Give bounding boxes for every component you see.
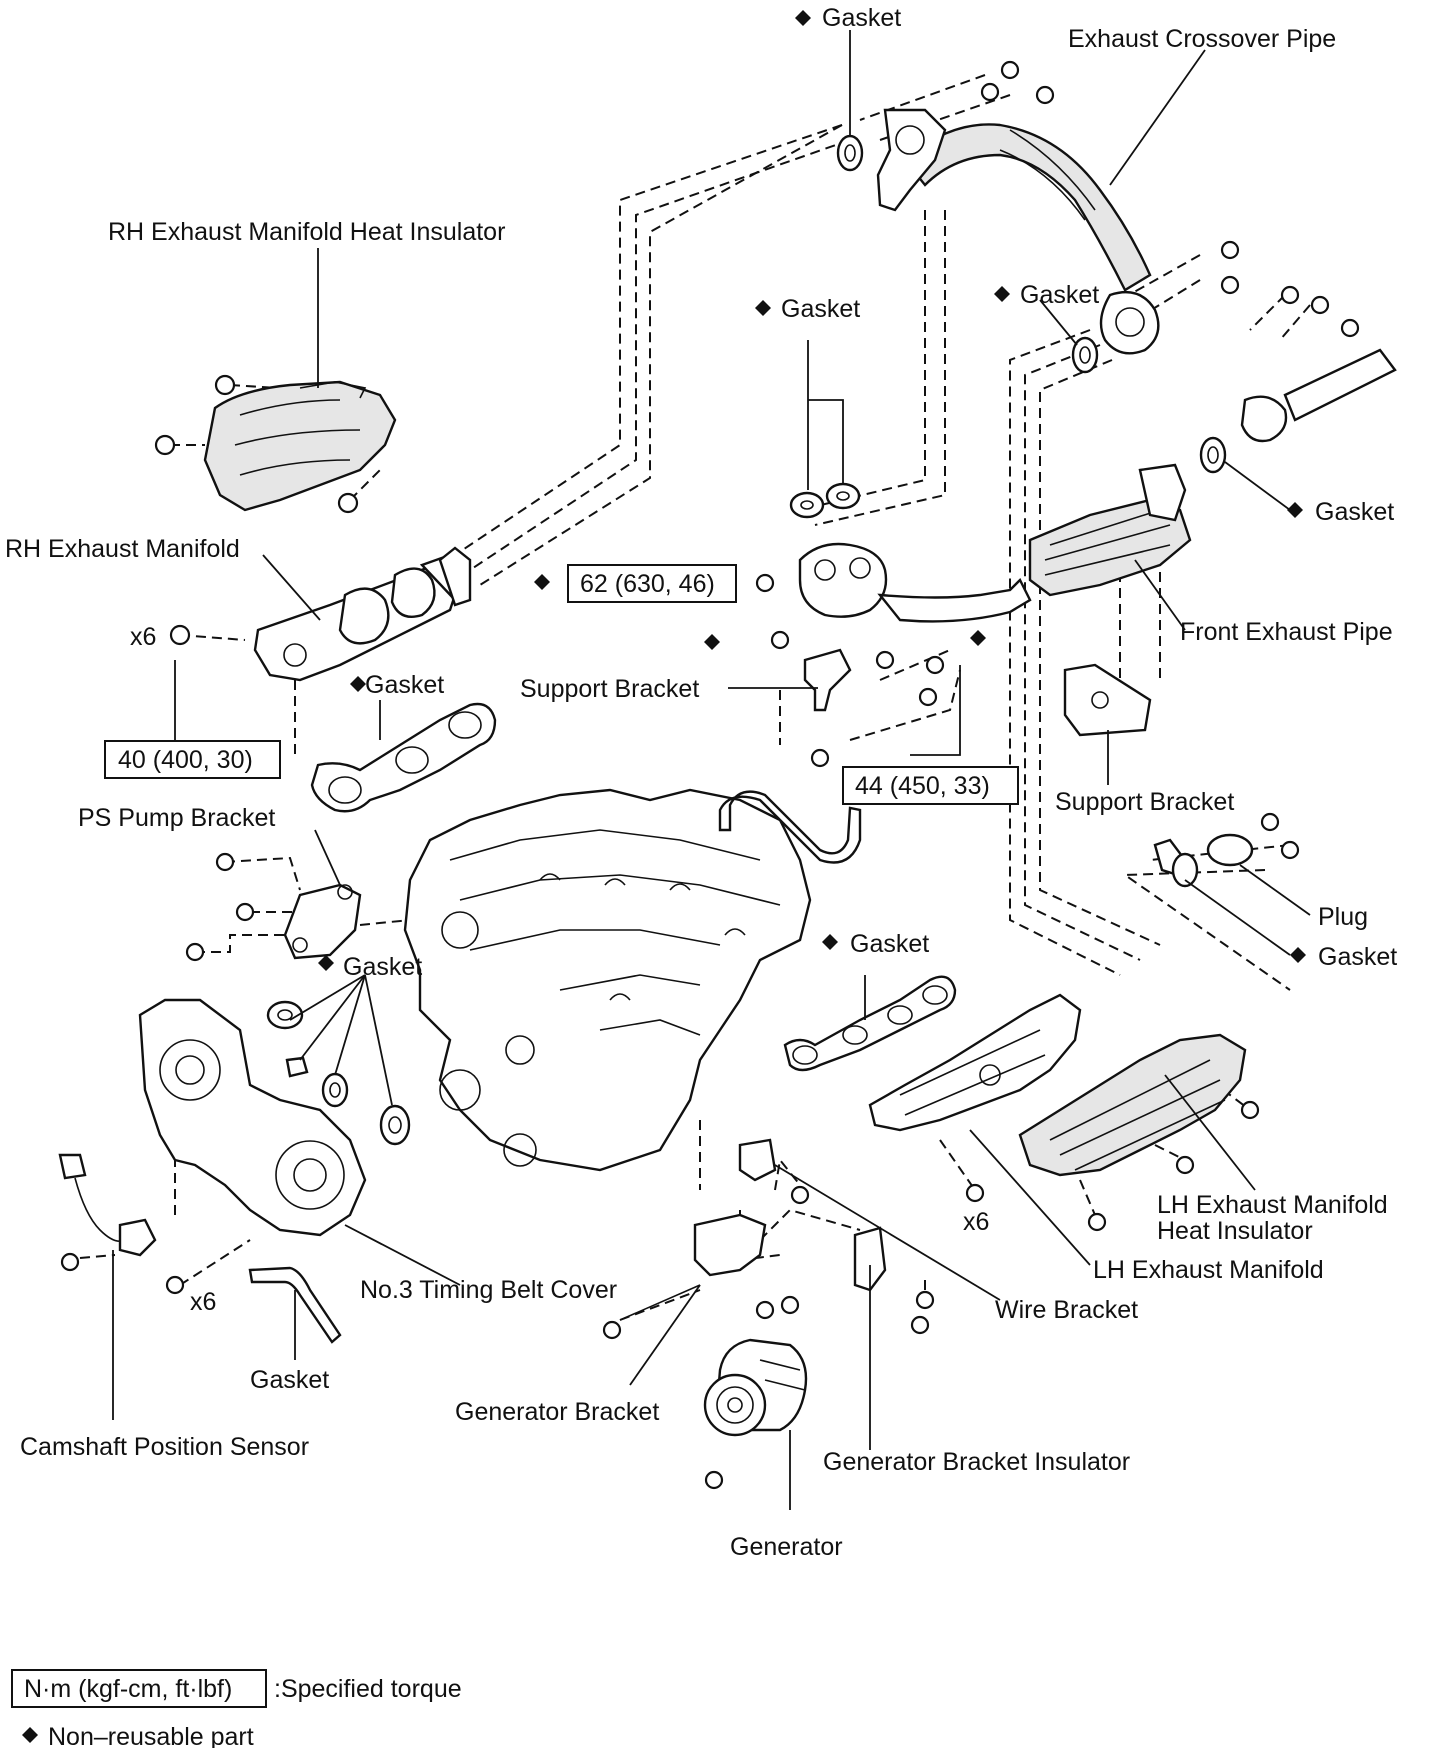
lh-exhaust-manifold xyxy=(868,993,1082,1132)
legend-nonreusable-text: Non–reusable part xyxy=(48,1723,254,1748)
label-gasket-lh-manifold: Gasket xyxy=(850,930,929,958)
legend: N·m (kgf-cm, ft·lbf) :Specified torque N… xyxy=(24,1675,462,1748)
engine-block xyxy=(403,788,862,1172)
label-lh-heat-insulator-1: LH Exhaust Manifold xyxy=(1157,1191,1388,1219)
label-lh-heat-insulator-2: Heat Insulator xyxy=(1157,1217,1313,1245)
torque-front-pipe: 62 (630, 46) xyxy=(580,570,715,598)
label-gasket-timing: Gasket xyxy=(343,953,422,981)
rh-exhaust-manifold-heat-insulator xyxy=(203,380,397,512)
diamond-icon xyxy=(994,286,1010,302)
label-camshaft-position-sensor: Camshaft Position Sensor xyxy=(20,1433,309,1461)
diamond-icon xyxy=(22,1727,38,1743)
timing-gaskets xyxy=(266,1000,411,1146)
diamond-icon xyxy=(1287,502,1303,518)
label-rh-qty: x6 xyxy=(130,623,156,651)
label-wire-bracket: Wire Bracket xyxy=(995,1296,1138,1324)
generator-bracket xyxy=(619,1213,887,1321)
no3-timing-belt-cover xyxy=(138,998,367,1237)
diamond-icon xyxy=(970,630,986,646)
label-timing-belt-cover: No.3 Timing Belt Cover xyxy=(360,1276,617,1304)
diamond-icon xyxy=(318,955,334,971)
label-gasket-rh-manifold: Gasket xyxy=(365,671,444,699)
support-bracket-left xyxy=(803,648,852,712)
label-gasket-camshaft: Gasket xyxy=(250,1366,329,1394)
label-gasket-plug: Gasket xyxy=(1318,943,1397,971)
diamond-icon xyxy=(1290,947,1306,963)
label-front-exhaust-pipe: Front Exhaust Pipe xyxy=(1180,618,1393,646)
diamond-icon xyxy=(704,634,720,650)
label-support-bracket-left: Support Bracket xyxy=(520,675,699,703)
diamond-icon xyxy=(795,10,811,26)
label-gasket-center: Gasket xyxy=(781,295,860,323)
non-reusable-markers xyxy=(22,10,1306,1743)
label-plug: Plug xyxy=(1318,903,1368,931)
label-rh-heat-insulator: RH Exhaust Manifold Heat Insulator xyxy=(108,218,505,246)
lh-exhaust-manifold-heat-insulator xyxy=(1018,1033,1247,1177)
legend-torque-text: :Specified torque xyxy=(274,1675,462,1703)
diamond-icon xyxy=(350,676,366,692)
center-gaskets xyxy=(789,134,1227,519)
torque-rh-manifold: 40 (400, 30) xyxy=(118,746,253,774)
label-gasket-front-pipe: Gasket xyxy=(1315,498,1394,526)
label-generator-bracket: Generator Bracket xyxy=(455,1398,659,1426)
label-exhaust-crossover-pipe: Exhaust Crossover Pipe xyxy=(1068,25,1336,53)
camshaft-position-sensor xyxy=(58,1153,342,1344)
generator xyxy=(703,1338,808,1437)
label-gasket-top: Gasket xyxy=(822,4,901,32)
torque-support-bracket: 44 (450, 33) xyxy=(855,772,990,800)
exhaust-crossover-pipe xyxy=(876,108,1160,355)
torque-boxes xyxy=(11,564,1019,1708)
part-labels: Gasket Exhaust Crossover Pipe RH Exhaust… xyxy=(5,4,1397,1561)
label-lh-exhaust-manifold: LH Exhaust Manifold xyxy=(1093,1256,1324,1284)
support-bracket-right xyxy=(1063,663,1152,737)
diamond-icon xyxy=(755,300,771,316)
label-generator-bracket-insulator: Generator Bracket Insulator xyxy=(823,1448,1130,1476)
bolt-icons xyxy=(60,60,1360,1490)
label-generator: Generator xyxy=(730,1533,843,1561)
label-timing-qty: x6 xyxy=(190,1288,216,1316)
label-lh-qty: x6 xyxy=(963,1208,989,1236)
diamond-icon xyxy=(534,574,550,590)
diamond-icon xyxy=(822,934,838,950)
plug xyxy=(1153,833,1254,888)
legend-torque-unit: N·m (kgf-cm, ft·lbf) xyxy=(24,1675,232,1703)
rh-exhaust-manifold xyxy=(253,546,472,682)
label-gasket-crossover: Gasket xyxy=(1020,281,1099,309)
label-support-bracket-right: Support Bracket xyxy=(1055,788,1234,816)
lh-manifold-gasket xyxy=(783,975,957,1072)
ps-pump-bracket xyxy=(283,883,362,960)
front-exhaust-pipe xyxy=(798,348,1397,623)
label-ps-pump-bracket: PS Pump Bracket xyxy=(78,804,275,832)
wire-bracket xyxy=(738,1138,777,1182)
rh-manifold-gasket xyxy=(310,702,497,813)
label-rh-exhaust-manifold: RH Exhaust Manifold xyxy=(5,535,240,563)
